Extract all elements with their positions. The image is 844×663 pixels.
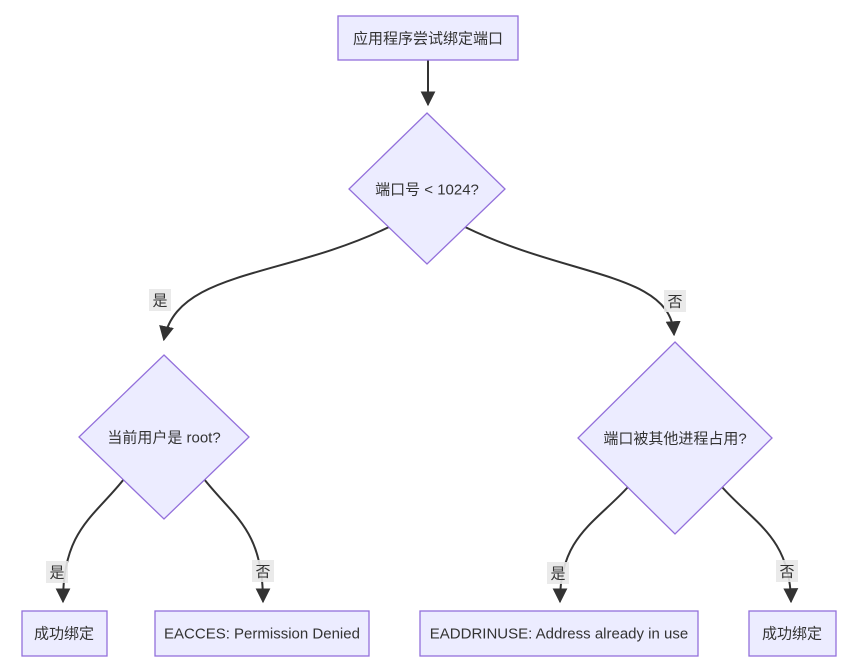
- node-eaddrinuse-label: EADDRINUSE: Address already in use: [430, 625, 688, 642]
- node-start-label: 应用程序尝试绑定端口: [353, 29, 503, 47]
- edge-label-yes: 是: [550, 565, 565, 582]
- node-start: [337, 15, 519, 61]
- edge-label-bg: [547, 562, 569, 584]
- edge-label-bg: [149, 289, 171, 311]
- edge-label-bg: [664, 290, 686, 312]
- edge-label-bg: [776, 560, 798, 582]
- edge-root-check-no: [203, 478, 271, 604]
- node-bind-ok-left-label: 成功绑定: [34, 625, 94, 642]
- edge-label-no: 否: [255, 563, 270, 580]
- node-eacces-label: EACCES: Permission Denied: [164, 625, 360, 642]
- decision-root-check-label: 当前用户是 root?: [107, 429, 220, 446]
- node-bind-ok-right: [748, 610, 837, 657]
- node-bind-ok-left: [21, 610, 108, 657]
- edge-label-bg: [46, 561, 68, 583]
- node-bind-ok-right-label: 成功绑定: [762, 625, 822, 642]
- edge-label-no: 否: [779, 563, 794, 580]
- edge-inuse-check-yes: [552, 486, 629, 604]
- decision-inuse-check: [577, 341, 773, 535]
- edge-label-no: 否: [667, 293, 682, 310]
- edge-labels-layer: 是 否 是 否 是 否: [46, 289, 798, 584]
- edge-root-check-yes: [55, 478, 125, 604]
- decision-inuse-check-label: 端口被其他进程占用?: [603, 430, 746, 447]
- edge-label-yes: 是: [152, 292, 167, 309]
- node-eacces: [154, 610, 370, 657]
- edge-port-check-yes: [159, 226, 390, 342]
- edge-port-check-no: [464, 226, 681, 337]
- node-eaddrinuse: [419, 610, 699, 657]
- decision-port-check-label: 端口号 < 1024?: [375, 181, 479, 198]
- nodes-layer: 应用程序尝试绑定端口 端口号 < 1024? 当前用户是 root? 端口被其他…: [21, 15, 837, 657]
- decision-port-check: [348, 112, 506, 265]
- edge-label-yes: 是: [49, 564, 64, 581]
- edges-layer: [55, 59, 799, 604]
- edge-inuse-check-no: [721, 486, 799, 604]
- decision-root-check: [78, 354, 250, 520]
- edge-label-bg: [252, 560, 274, 582]
